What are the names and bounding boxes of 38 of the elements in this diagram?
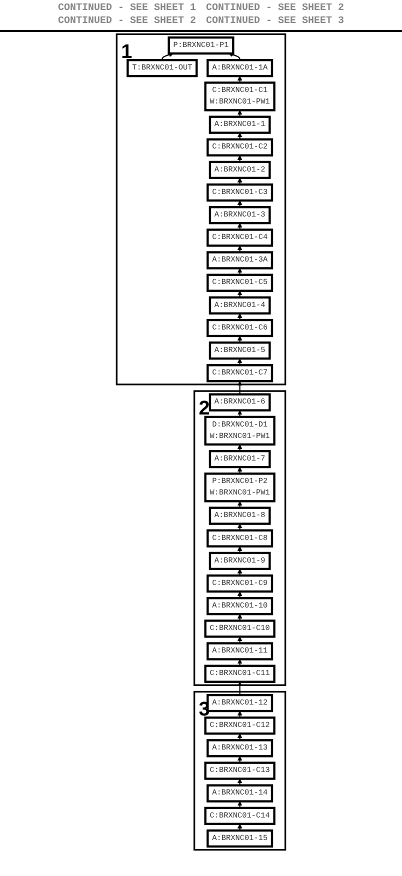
arrow xyxy=(237,358,242,366)
continuation-note: CONTINUED - SEE SHEET 3 xyxy=(206,16,344,27)
arrow xyxy=(237,756,242,763)
arrow xyxy=(237,710,242,718)
arrow xyxy=(237,824,242,831)
arrow xyxy=(237,801,242,808)
arrow xyxy=(237,380,242,394)
arrow xyxy=(237,290,242,298)
arrow xyxy=(237,444,242,452)
arrow xyxy=(237,682,242,696)
arrow xyxy=(237,636,242,644)
arrow xyxy=(237,132,242,140)
arrow xyxy=(237,524,242,530)
continuation-note: CONTINUED - SEE SHEET 2 xyxy=(58,16,196,27)
arrow xyxy=(237,466,242,474)
arrow xyxy=(237,410,242,417)
arrow xyxy=(237,110,242,117)
arrow xyxy=(237,568,242,576)
arrow xyxy=(237,591,242,598)
arrow xyxy=(237,733,242,740)
arrow xyxy=(237,76,242,83)
arrow xyxy=(237,178,242,185)
arrow xyxy=(228,52,240,60)
arrow xyxy=(237,313,242,320)
arrow xyxy=(237,778,242,786)
arrow xyxy=(237,546,242,553)
continuation-note: CONTINUED - SEE SHEET 2 xyxy=(206,3,344,14)
arrow xyxy=(237,155,242,162)
arrow xyxy=(237,200,242,208)
continuation-note: CONTINUED - SEE SHEET 1 xyxy=(58,3,196,14)
arrow xyxy=(237,659,242,666)
arrow xyxy=(237,500,242,508)
arrow xyxy=(237,245,242,252)
arrow xyxy=(237,336,242,343)
arrow xyxy=(237,268,242,275)
arrow xyxy=(162,52,174,60)
arrow xyxy=(237,614,242,621)
arrow xyxy=(237,222,242,230)
